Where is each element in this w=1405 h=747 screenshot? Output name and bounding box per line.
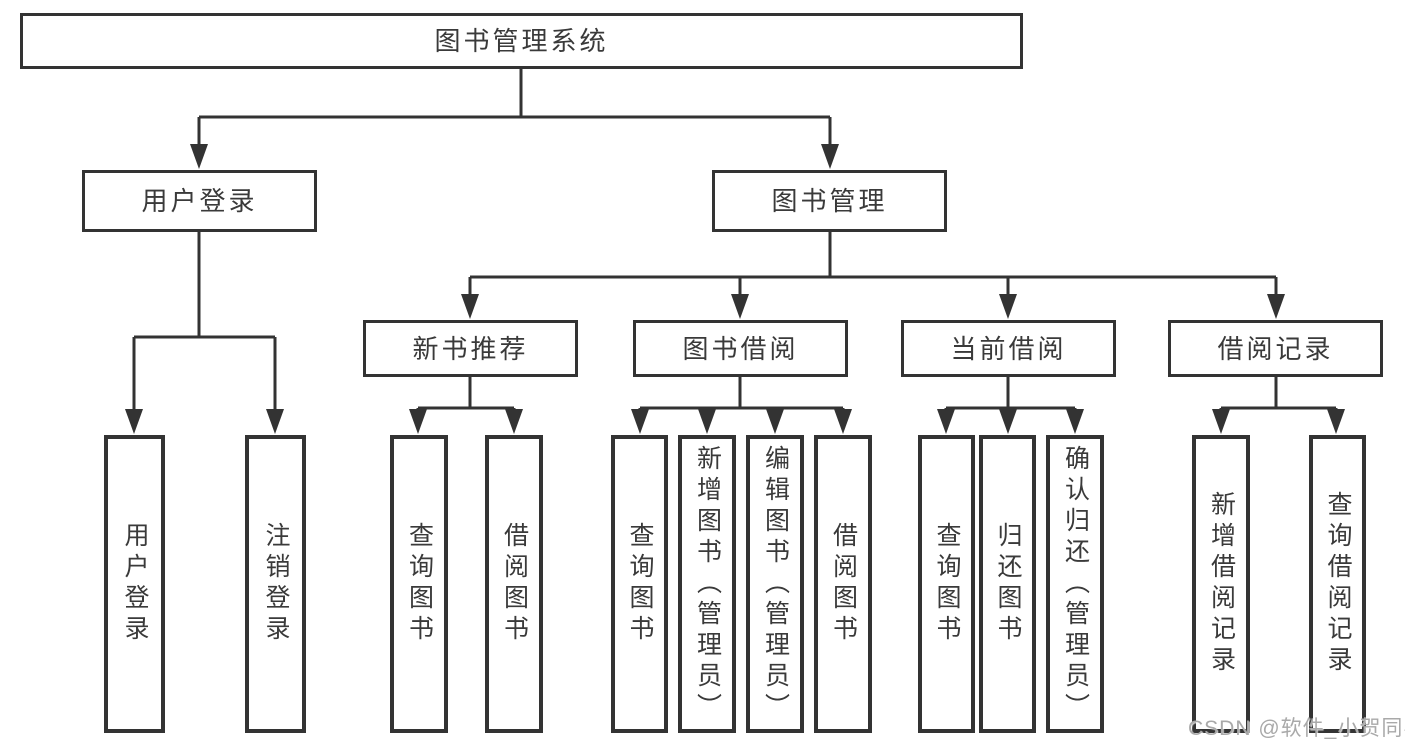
node-root: 图书管理系统 <box>20 13 1023 69</box>
leaf-recommend-borrow-books: 借阅图书 <box>485 435 543 733</box>
connector-user-login-to-leaves <box>132 231 277 412</box>
node-current-borrowing: 当前借阅 <box>901 320 1116 377</box>
leaf-query-borrowing-record: 查询借阅记录 <box>1309 435 1366 733</box>
connector-current-borrowing-to-leaves <box>944 376 1077 413</box>
leaf-recommend-query-books: 查询图书 <box>390 435 448 733</box>
node-new-book-recommend: 新书推荐 <box>363 320 578 377</box>
leaf-user-login: 用户登录 <box>104 435 165 733</box>
node-book-management: 图书管理 <box>712 170 947 232</box>
leaf-borrowing-query-books: 查询图书 <box>611 435 668 733</box>
leaf-borrowing-borrow-books: 借阅图书 <box>814 435 872 733</box>
node-book-borrowing: 图书借阅 <box>633 320 848 377</box>
watermark: CSDN @软件_小贺同学 <box>1188 717 1405 740</box>
leaf-current-query-books: 查询图书 <box>918 435 975 733</box>
leaf-logout: 注销登录 <box>245 435 306 733</box>
leaf-add-borrowing-record: 新增借阅记录 <box>1192 435 1250 733</box>
leaf-add-book-admin: 新增图书（管理员） <box>678 435 736 733</box>
connector-borrowing-records-to-leaves <box>1219 376 1338 413</box>
connector-book-management-to-level3 <box>468 231 1278 297</box>
leaf-edit-book-admin: 编辑图书（管理员） <box>746 435 804 733</box>
node-borrowing-records: 借阅记录 <box>1168 320 1383 377</box>
connector-new-book-recommend-to-leaves <box>416 376 516 413</box>
node-user-login: 用户登录 <box>82 170 317 232</box>
connector-book-borrowing-to-leaves <box>638 376 845 413</box>
leaf-return-book: 归还图书 <box>979 435 1036 733</box>
leaf-confirm-return-admin: 确认归还（管理员） <box>1046 435 1104 733</box>
connector-root-to-level2 <box>197 67 832 148</box>
